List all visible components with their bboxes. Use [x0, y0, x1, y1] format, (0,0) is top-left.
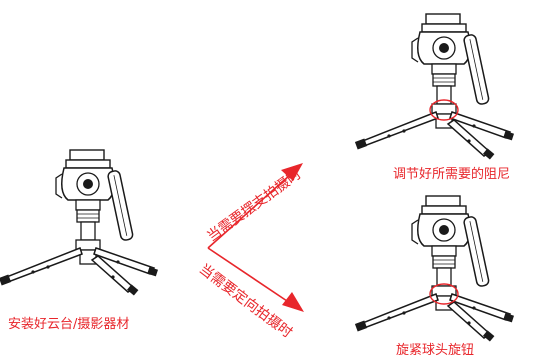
caption-adjust-damping: 调节好所需要的阻尼: [393, 167, 511, 182]
tripod-locked-illustration: [354, 195, 515, 343]
caption-mount-head: 安装好云台/摄影器材: [8, 317, 130, 332]
arrow-up-head: [281, 163, 303, 181]
caption-tighten-knob: 旋紧球头旋钮: [396, 343, 475, 358]
arrow-down-head: [282, 292, 304, 312]
ball-knob-marker: [429, 283, 459, 305]
branch-arrows: [207, 163, 304, 312]
damping-joint-marker: [429, 99, 459, 121]
tripod-assembled-illustration: [0, 149, 159, 297]
tripod-damping-illustration: [354, 13, 515, 161]
